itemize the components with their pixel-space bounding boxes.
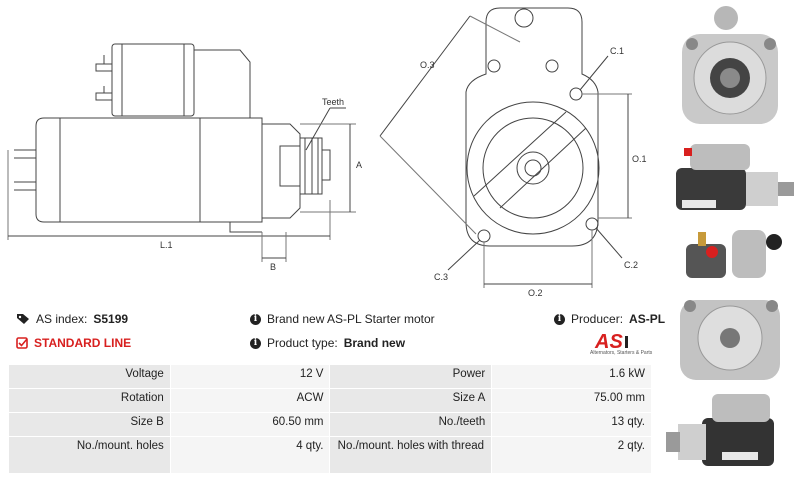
table-row: Voltage 12 V Power 1.6 kW — [8, 364, 652, 389]
spec-table: Voltage 12 V Power 1.6 kW Rotation ACW S… — [8, 364, 652, 474]
info-icon: i — [554, 313, 565, 325]
product-photo-top — [686, 230, 782, 278]
checkbox-icon — [16, 337, 28, 349]
description-row: i Brand new AS-PL Starter motor — [250, 312, 435, 326]
producer-value: AS-PL — [629, 312, 666, 326]
as-pl-logo: AS — [594, 331, 628, 353]
spec-value: 2 qty. — [491, 436, 652, 474]
table-row: No./mount. holes 4 qty. No./mount. holes… — [8, 436, 652, 474]
info-icon: i — [250, 337, 261, 349]
spec-value: 1.6 kW — [491, 364, 652, 389]
as-index-label: AS index: — [36, 312, 88, 326]
spec-label: No./teeth — [329, 412, 493, 437]
label-l1: L.1 — [160, 240, 173, 250]
product-photo-angle — [666, 394, 774, 466]
product-photo-front — [682, 6, 778, 124]
spec-label: Voltage — [8, 364, 171, 389]
spec-value: ACW — [169, 388, 331, 413]
standard-line-text: STANDARD LINE — [34, 336, 132, 350]
label-c1: C.1 — [610, 46, 624, 56]
spec-value: 12 V — [169, 364, 331, 389]
product-type-row: i Product type: Brand new — [250, 336, 405, 350]
label-b: B — [270, 262, 276, 272]
product-photo-rear — [680, 300, 780, 380]
product-photo-side — [676, 144, 794, 210]
spec-label: No./mount. holes with thread — [329, 436, 493, 474]
as-index-row: AS index: S5199 — [16, 312, 128, 326]
label-a: A — [356, 160, 362, 170]
label-c3: C.3 — [434, 272, 448, 282]
label-o3: O.3 — [420, 60, 435, 70]
product-type-value: Brand new — [343, 336, 406, 350]
label-o1: O.1 — [632, 154, 647, 164]
table-row: Size B 60.50 mm No./teeth 13 qty. — [8, 412, 652, 437]
spec-value: 4 qty. — [169, 436, 331, 474]
label-teeth: Teeth — [322, 97, 344, 107]
svg-text:AS: AS — [594, 331, 623, 353]
info-icon: i — [250, 313, 261, 325]
spec-label: Size B — [8, 412, 171, 437]
label-c2: C.2 — [624, 260, 638, 270]
product-type-label: Product type: — [267, 336, 338, 350]
spec-label: No./mount. holes — [8, 436, 171, 474]
label-o2: O.2 — [528, 288, 543, 298]
tag-icon — [16, 313, 30, 325]
spec-label: Size A — [329, 388, 493, 413]
spec-value: 60.50 mm — [169, 412, 331, 437]
as-index-value: S5199 — [93, 312, 129, 326]
logo-subtitle: Alternators, Starters & Parts — [590, 350, 653, 356]
spec-value: 13 qty. — [491, 412, 652, 437]
spec-value: 75.00 mm — [491, 388, 652, 413]
standard-line-row: STANDARD LINE — [16, 336, 131, 350]
spec-label: Power — [329, 364, 493, 389]
table-row: Rotation ACW Size A 75.00 mm — [8, 388, 652, 413]
spec-label: Rotation — [8, 388, 171, 413]
description-text: Brand new AS-PL Starter motor — [267, 312, 435, 326]
producer-label: Producer: — [571, 312, 624, 326]
producer-row: i Producer: AS-PL — [554, 312, 665, 326]
technical-drawings: Teeth A B L.1 O.3 C.1 O.1 C.2 C.3 O.2 — [7, 7, 647, 298]
